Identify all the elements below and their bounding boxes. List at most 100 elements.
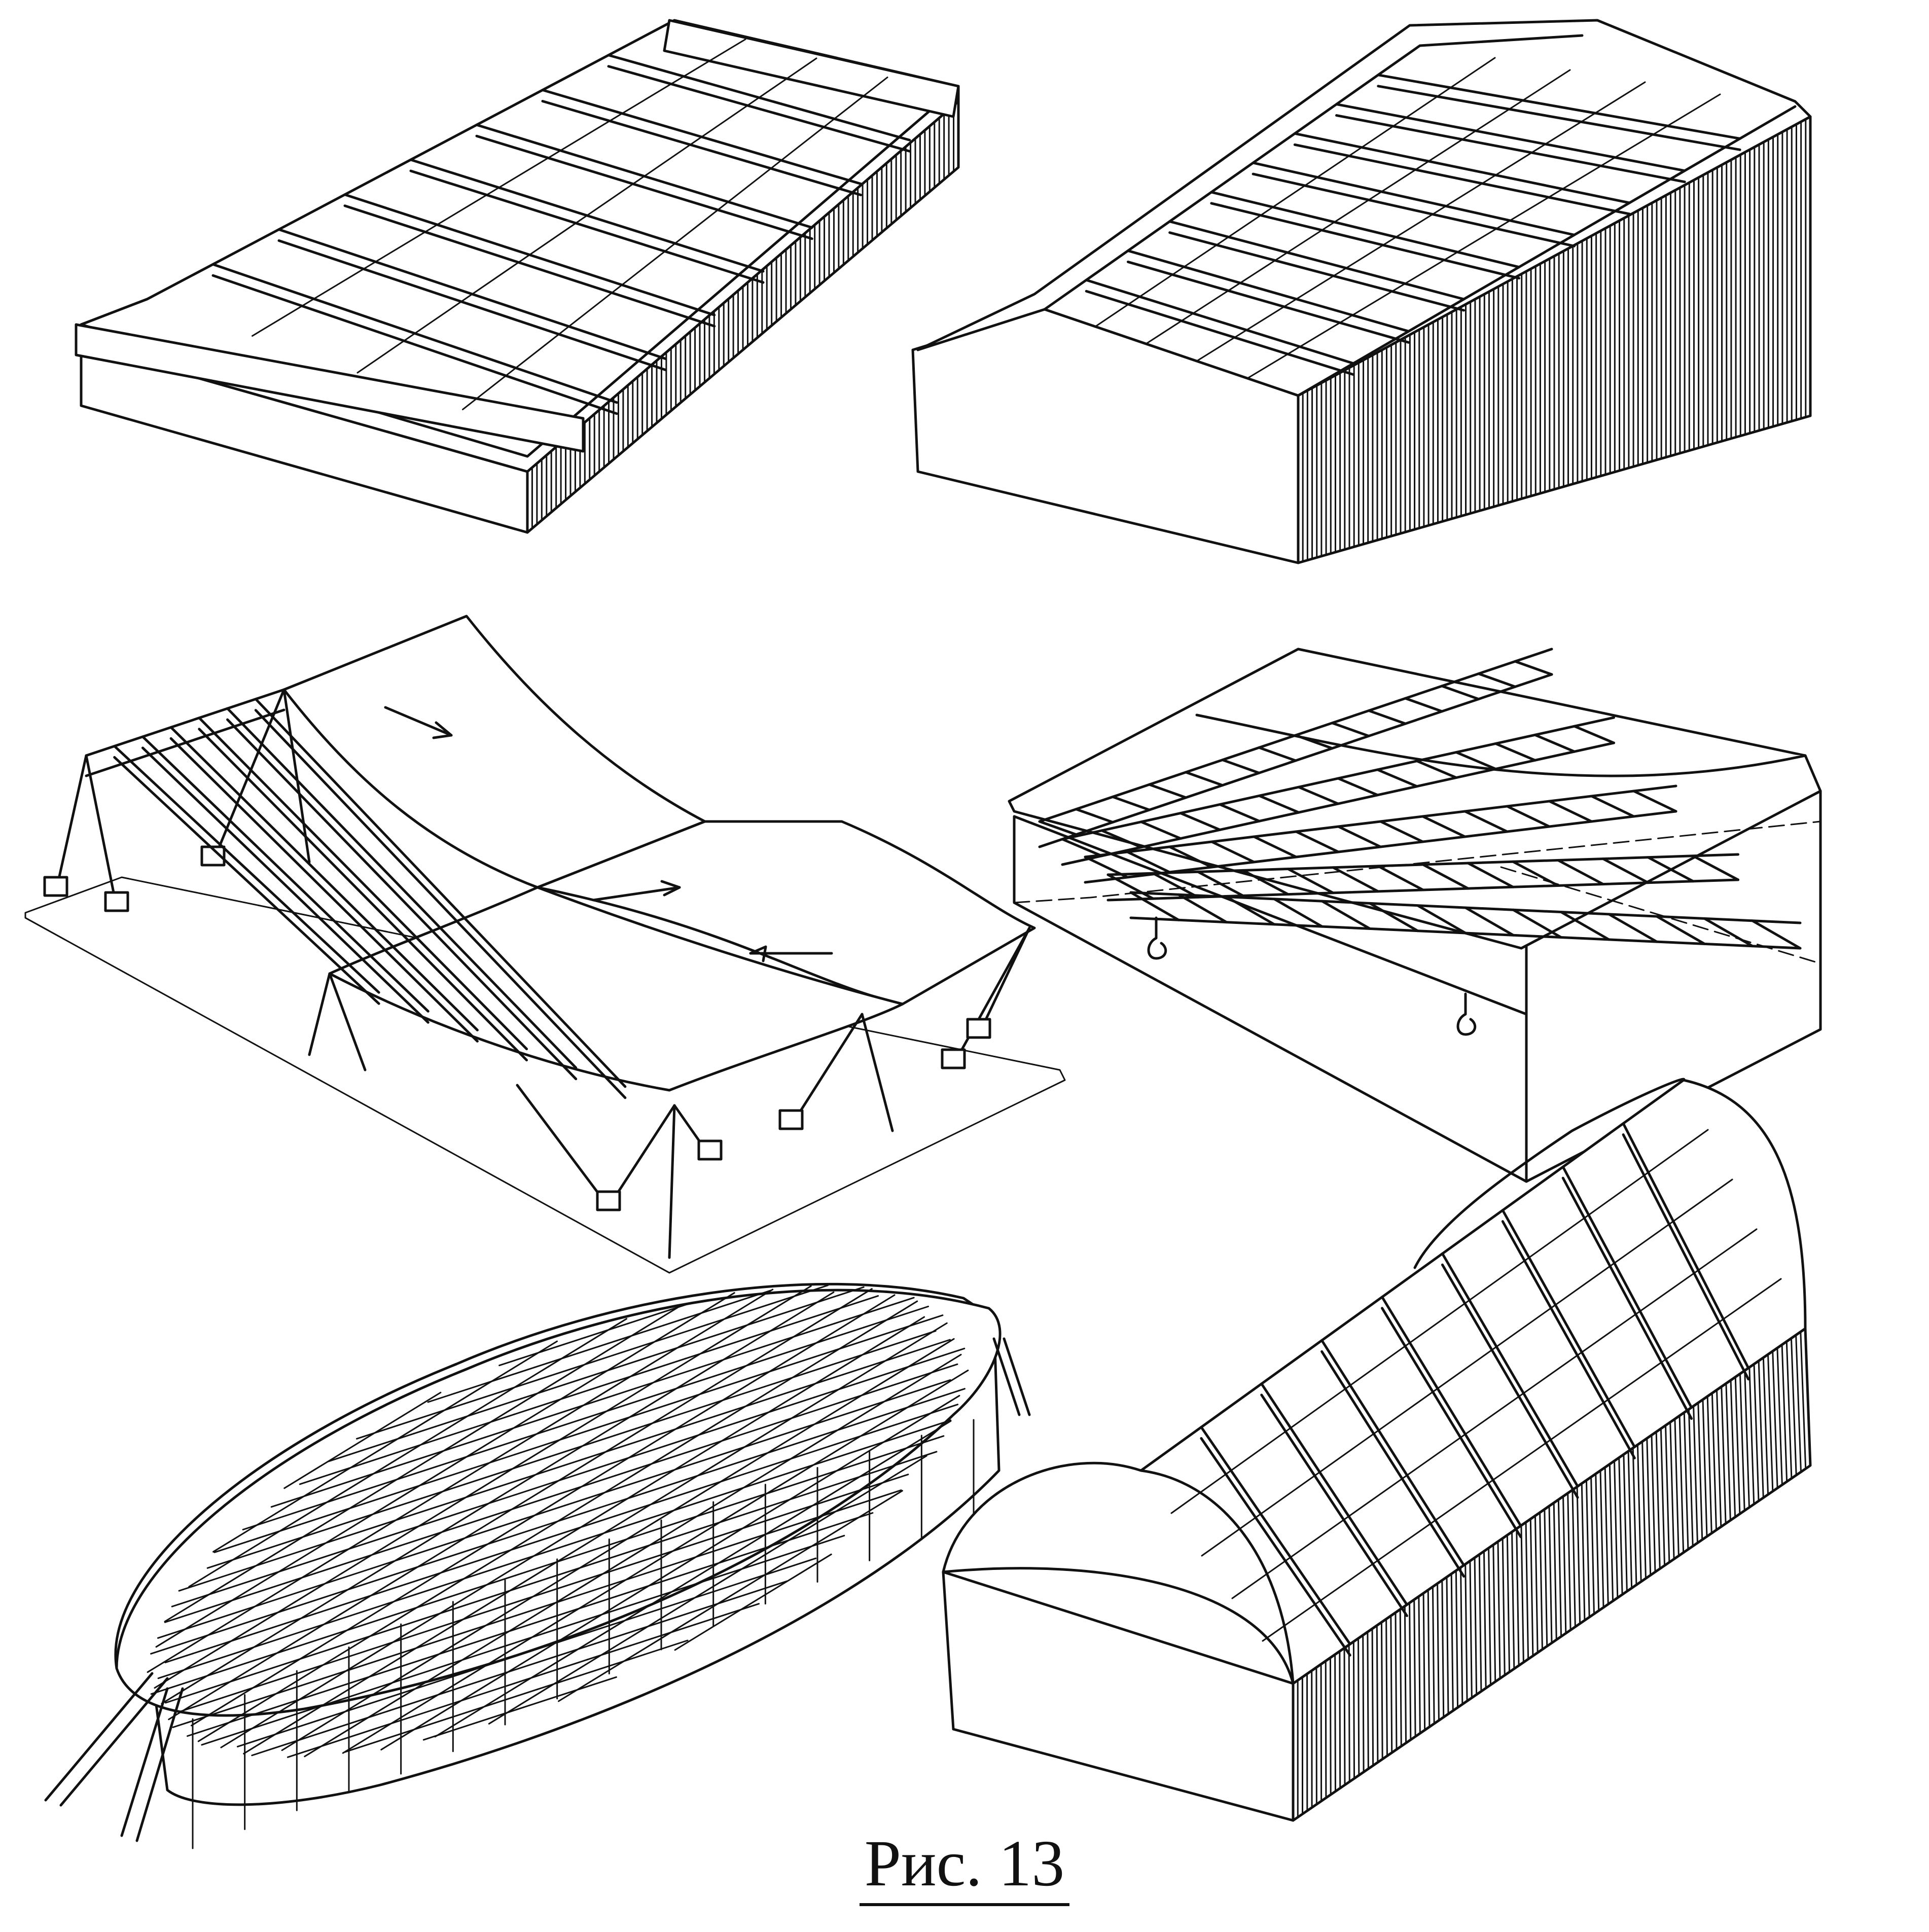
mesh-line [492,1454,515,1462]
mesh-line [228,1553,252,1562]
mesh-line [258,1732,281,1741]
wall-hatch-line [1474,1557,1478,1696]
mesh-line [831,1322,849,1334]
wall-hatch-line [1525,1521,1529,1660]
mesh-line [392,1411,410,1422]
vault-rib [1260,1382,1408,1606]
roof-panel-line [1262,1278,1782,1642]
mesh-line [574,1460,592,1472]
mesh-line [861,1345,878,1356]
mesh-line [461,1429,478,1441]
mesh-line [892,1377,915,1386]
mesh-line [485,1470,508,1479]
mesh-line [866,1402,884,1413]
truss-diagonal [1258,794,1300,814]
mesh-line [482,1477,499,1488]
wall-hatch-line [1604,1466,1609,1605]
mesh-line [454,1413,471,1425]
mesh-line [819,1430,837,1442]
mesh-line [579,1587,602,1596]
mesh-line [700,1561,724,1570]
mesh-line [676,1377,694,1389]
roof-beam [141,735,430,1013]
mesh-line [356,1471,379,1480]
mesh-line [489,1492,507,1504]
mesh-line [599,1379,622,1387]
mesh-line [427,1394,450,1403]
mesh-line [863,1319,886,1329]
mesh-line [871,1384,894,1393]
mesh-line [664,1478,687,1487]
mesh-line [294,1693,317,1702]
wall-hatch-line [1497,1541,1501,1679]
wall-hatch-line [1371,1628,1374,1767]
mesh-line [344,1480,362,1492]
mesh-line [693,1577,717,1586]
mesh-line [342,1543,366,1552]
truss-diagonal [1148,783,1188,799]
mesh-line [878,1294,896,1306]
mesh-line [598,1338,622,1347]
mesh-line [942,1347,966,1356]
mesh-line [603,1482,621,1493]
mesh-line [764,1419,787,1428]
mesh-line [647,1355,664,1367]
mesh-line [469,1404,487,1415]
wall-hatch-line [1492,1544,1496,1683]
mesh-line [577,1378,595,1389]
mesh-line [300,1597,323,1606]
mesh-line [543,1545,566,1554]
mesh-line [529,1657,553,1666]
mesh-line [811,1455,829,1467]
mesh-line [185,1658,202,1670]
mesh-line [513,1447,537,1456]
mesh-line [256,1595,274,1606]
mesh-line [699,1383,717,1395]
mesh-line [784,1372,808,1381]
truss-diagonal [1416,904,1467,935]
mesh-line [614,1416,631,1427]
truss-diagonal [1379,820,1424,843]
mesh-line [277,1642,295,1654]
mesh-line [320,1510,344,1519]
mesh-line [406,1663,423,1675]
mesh-line [358,1733,375,1744]
mesh-line [731,1545,748,1556]
mesh-line [665,1485,682,1496]
mesh-line [493,1590,510,1601]
wall-hatch-line [1758,1360,1764,1499]
mesh-line [547,1577,564,1589]
mesh-line [543,1479,560,1491]
mesh-line [628,1477,652,1486]
mesh-line [920,1354,944,1364]
mesh-line [350,1648,374,1657]
mesh-line [903,1439,920,1451]
mesh-line [740,1519,757,1530]
mesh-line [474,1681,491,1693]
mesh-line [651,1590,674,1599]
mesh-line [320,1515,338,1527]
mesh-line [662,1346,680,1357]
mesh-line [701,1601,724,1610]
mesh-line [395,1550,413,1561]
mesh-line [306,1500,330,1510]
mesh-line [910,1455,927,1466]
mesh-line [599,1499,623,1508]
mesh-line [478,1445,501,1454]
mesh-line [487,1533,505,1545]
mesh-line [407,1562,431,1571]
mesh-line [755,1330,772,1341]
mesh-line [322,1630,345,1639]
mesh-line [649,1389,672,1398]
mesh-line [581,1476,599,1487]
truss-diagonal [1441,685,1480,701]
mesh-line [727,1447,745,1458]
mesh-line [637,1602,655,1614]
mesh-line [715,1374,732,1385]
mesh-line [892,1458,916,1466]
roof-panel-line [1094,57,1496,328]
mesh-line [638,1381,656,1392]
mesh-line [747,1314,765,1326]
mesh-line [421,1474,439,1485]
truss-diagonal [1100,829,1142,849]
